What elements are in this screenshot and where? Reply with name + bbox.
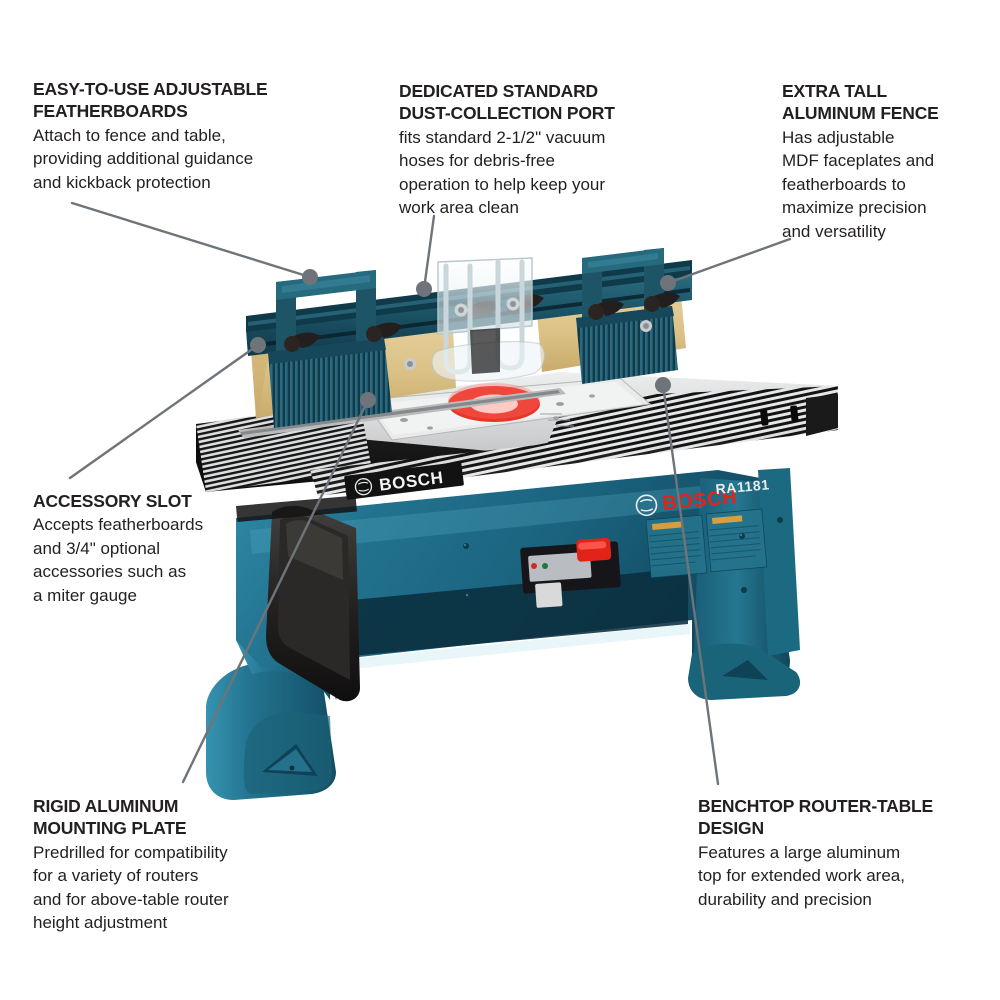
callout-body: Attach to fence and table, providing add… xyxy=(33,125,254,192)
aluminum-fence-assembly xyxy=(246,248,692,428)
callout-dedicated-standard-dust-collection-port: DEDICATED STANDARD DUST-COLLECTION PORT … xyxy=(399,80,657,220)
callout-title: BENCHTOP ROUTER-TABLE DESIGN xyxy=(698,796,933,839)
dust-collection-port xyxy=(470,328,500,374)
table-right-end-cap xyxy=(806,394,838,436)
featherboard-right-vertical xyxy=(576,248,680,384)
model-number-plate: RA1181 xyxy=(715,476,770,497)
switch-key[interactable] xyxy=(535,582,563,608)
callout-benchtop-router-table-design: BENCHTOP ROUTER-TABLE DESIGN Features a … xyxy=(698,795,968,911)
guard-back-panel xyxy=(437,257,533,335)
base-far-right-leg xyxy=(758,468,800,656)
featherboard-clamp-knobs-left[interactable] xyxy=(284,322,402,352)
featherboard-clamp-knobs-right[interactable] xyxy=(588,292,680,320)
callout-title: EASY-TO-USE ADJUSTABLE FEATHERBOARDS xyxy=(33,79,268,122)
callout-easy-to-use-adjustable-featherboards: EASY-TO-USE ADJUSTABLE FEATHERBOARDS Att… xyxy=(33,78,333,194)
featherboard-comb-right xyxy=(576,306,678,384)
callout-title: DEDICATED STANDARD DUST-COLLECTION PORT xyxy=(399,81,615,124)
callout-extra-tall-aluminum-fence: EXTRA TALL ALUMINUM FENCE Has adjustable… xyxy=(782,80,972,243)
base-cavity xyxy=(352,568,688,656)
switch-label xyxy=(528,551,592,582)
callout-rigid-aluminum-mounting-plate: RIGID ALUMINUM MOUNTING PLATE Predrilled… xyxy=(33,795,283,935)
power-switch-assembly[interactable] xyxy=(520,537,621,608)
callout-title: ACCESSORY SLOT xyxy=(33,491,192,511)
emergency-stop-paddle[interactable] xyxy=(576,537,612,562)
callout-body: fits standard 2-1/2" vacuum hoses for de… xyxy=(399,127,606,218)
table-bosch-badge: BOSCH xyxy=(344,461,464,500)
callout-accessory-slot: ACCESSORY SLOT Accepts featherboards and… xyxy=(33,490,263,607)
callout-title: EXTRA TALL ALUMINUM FENCE xyxy=(782,81,939,124)
clear-bit-guard xyxy=(431,257,546,382)
callout-body: Accepts featherboards and 3/4" optional … xyxy=(33,515,204,605)
router-table-base: BOSCH RA1181 xyxy=(206,468,801,800)
bosch-roundel-icon xyxy=(635,494,658,517)
callout-body: Predrilled for compatibility for a varie… xyxy=(33,842,229,933)
faceplate-screws xyxy=(404,320,652,370)
featherboard-left-vertical xyxy=(268,270,402,428)
mounting-plate-holes xyxy=(400,394,595,430)
callout-body: Features a large aluminum top for extend… xyxy=(698,842,905,909)
table-scale-markings xyxy=(540,413,574,427)
callout-body: Has adjustable MDF faceplates and feathe… xyxy=(782,127,935,241)
callout-title: RIGID ALUMINUM MOUNTING PLATE xyxy=(33,796,187,839)
